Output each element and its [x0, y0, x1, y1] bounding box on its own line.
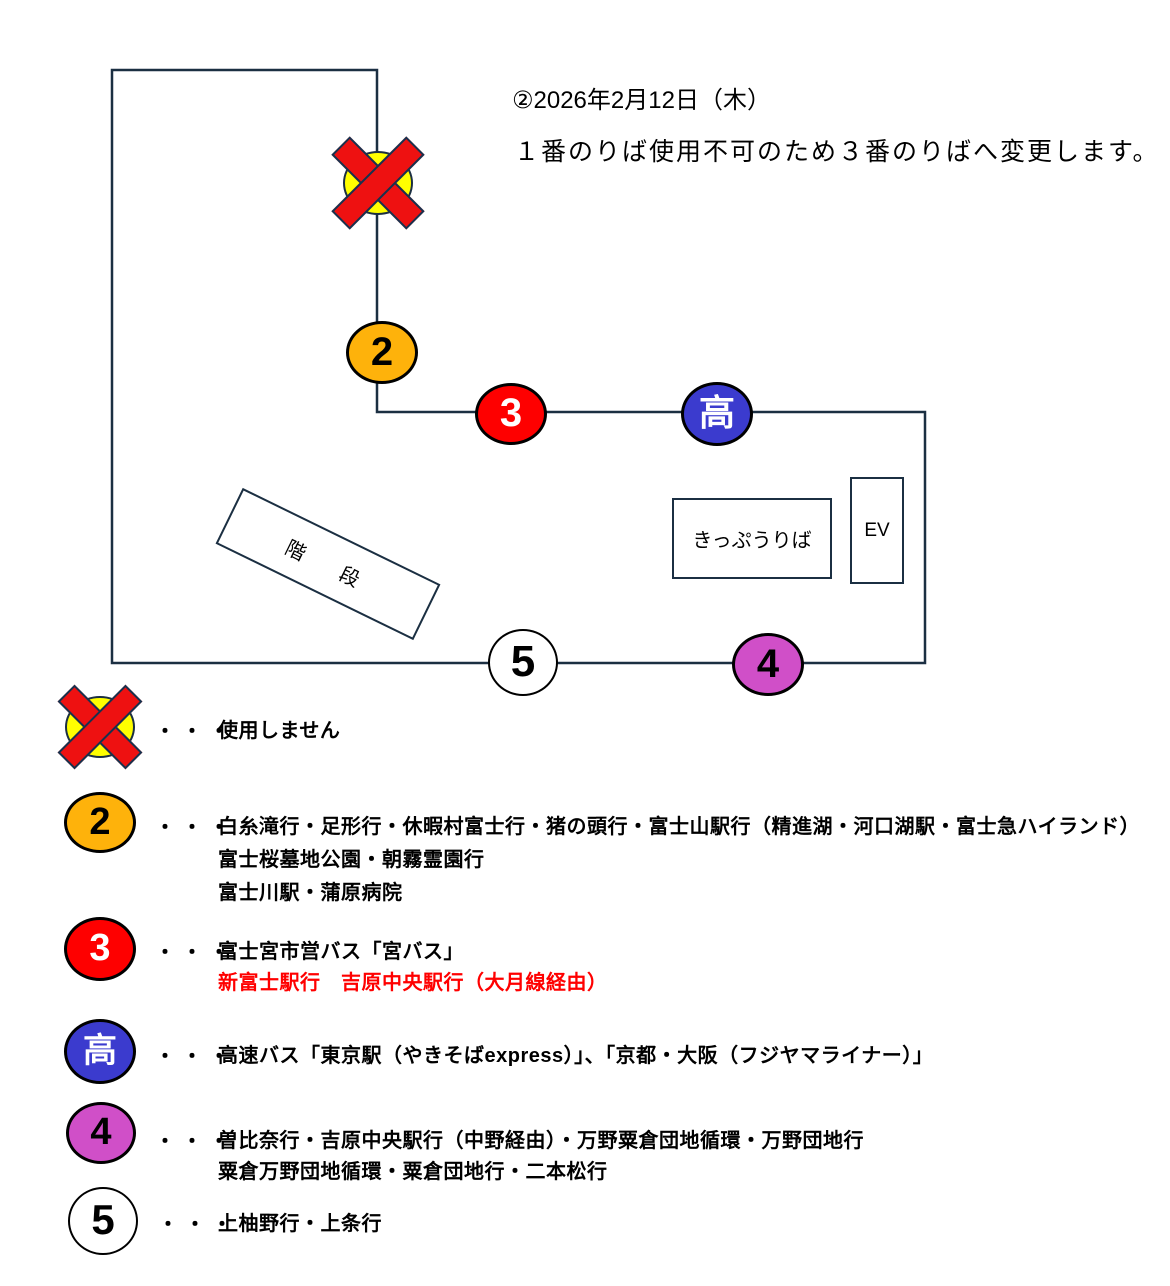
elevator-box: EV: [850, 477, 904, 584]
platform-marker-5-map: 5: [488, 629, 558, 696]
platform-marker-4-map: 4: [732, 633, 804, 696]
legend-marker-3: 3: [64, 917, 136, 981]
legend-text-2-line2: 富士桜墓地公園・朝霧霊園行: [218, 849, 485, 871]
legend-dots: ・・・: [155, 817, 236, 839]
legend-text-2-line1: 白糸滝行・足形行・休暇村富士行・猪の頭行・富士山駅行（精進湖・河口湖駅・富士急ハ…: [218, 816, 1141, 838]
platform-express-label: 高: [83, 1031, 117, 1070]
legend-text-3-highlight: 新富士駅行 吉原中央駅行（大月線経由）: [218, 972, 608, 994]
legend-text-closed: 使用しません: [218, 720, 341, 742]
platform-3-label: 3: [89, 927, 111, 969]
platform-5-label: 5: [510, 636, 536, 686]
platform-marker-closed-map: [331, 136, 425, 230]
platform-4-label: 4: [90, 1111, 112, 1153]
ticket-office-box: きっぷうりば: [672, 498, 832, 579]
legend-dots: ・・・: [155, 1131, 236, 1153]
elevator-label: EV: [864, 519, 890, 541]
platform-5-label: 5: [91, 1196, 115, 1243]
legend-marker-5: 5: [68, 1187, 138, 1255]
platform-express-label: 高: [698, 392, 735, 433]
legend-marker-closed: [57, 684, 143, 770]
legend-text-2-line3: 富士川駅・蒲原病院: [218, 882, 403, 904]
legend-dots: ・・・: [155, 1046, 236, 1068]
legend-text-5: 上柚野行・上条行: [218, 1213, 382, 1235]
platform-2-label: 2: [89, 800, 111, 843]
platform-marker-3-map: 3: [475, 383, 547, 445]
platform-4-label: 4: [756, 641, 780, 686]
legend-dots: ・・・: [158, 1214, 239, 1236]
platform-marker-2-map: 2: [346, 321, 418, 384]
station-map: [110, 68, 927, 665]
legend-marker-2: 2: [64, 792, 136, 853]
legend-marker-4: 4: [66, 1102, 136, 1164]
ticket-office-label: きっぷうりば: [692, 530, 812, 552]
legend-text-4-line1: 曽比奈行・吉原中央駅行（中野経由）・万野粟倉団地循環・万野団地行: [218, 1130, 864, 1152]
legend-marker-express: 高: [64, 1019, 136, 1084]
platform-marker-express-map: 高: [681, 382, 753, 446]
platform-2-label: 2: [370, 329, 394, 374]
legend-dots: ・・・: [155, 721, 236, 743]
legend-text-4-line2: 粟倉万野団地循環・粟倉団地行・二本松行: [218, 1161, 608, 1183]
legend-text-3-line1: 富士宮市営バス「宮バス」: [218, 941, 464, 963]
station-outline: [110, 68, 927, 665]
page-subtitle: １番のりば使用不可のため３番のりばへ変更します。: [514, 138, 1160, 166]
legend-text-express: 高速バス「東京駅（やきそばexpress）」、「京都・大阪（フジヤマライナー）」: [218, 1045, 934, 1067]
page-title: ②2026年2月12日（木）: [512, 87, 771, 114]
platform-3-label: 3: [499, 391, 523, 435]
legend-dots: ・・・: [155, 942, 236, 964]
